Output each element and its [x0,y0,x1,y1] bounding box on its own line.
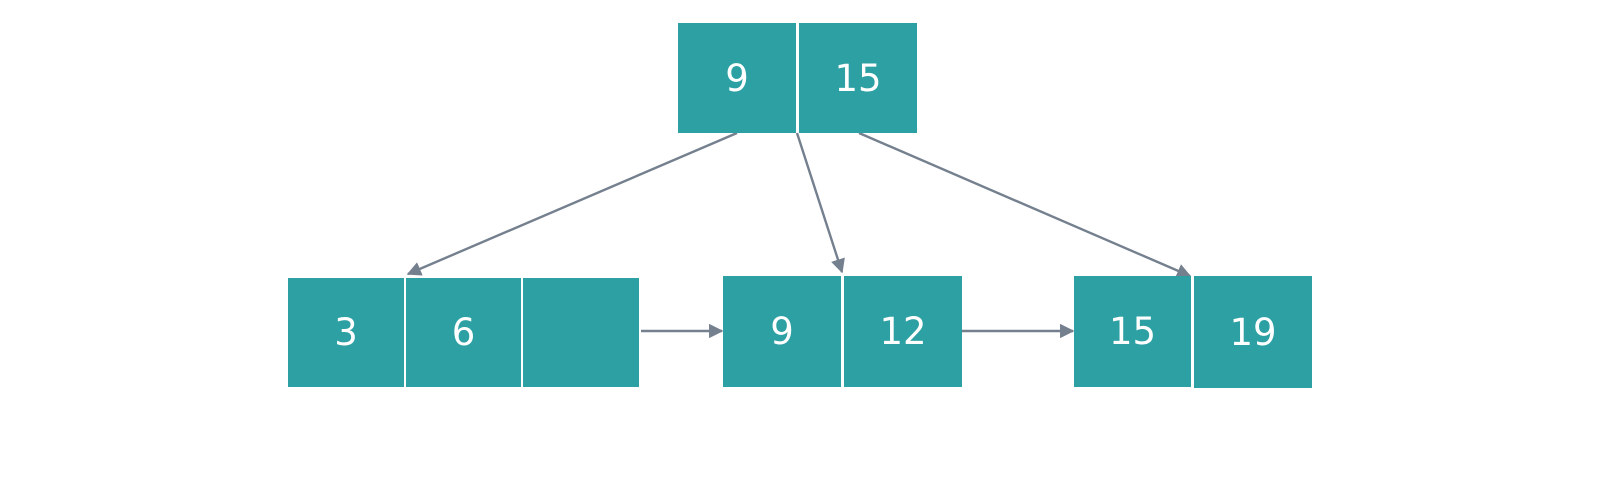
leaf-key-cell: 19 [1194,276,1312,388]
leaf-key-cell: 6 [406,278,521,387]
root-key-cell: 9 [678,23,796,133]
root-key-cell: 15 [799,23,917,133]
leaf-empty-cell [523,278,639,387]
leaf-key-cell: 12 [844,276,962,387]
leaf-key-cell: 15 [1074,276,1191,387]
root-pointer-arrow-3 [858,131,1192,278]
root-pointer-arrow-2 [795,132,845,274]
leaf-key-cell: 9 [723,276,841,387]
root-pointer-arrow-1 [406,131,738,276]
leaf-key-cell: 3 [288,278,404,387]
